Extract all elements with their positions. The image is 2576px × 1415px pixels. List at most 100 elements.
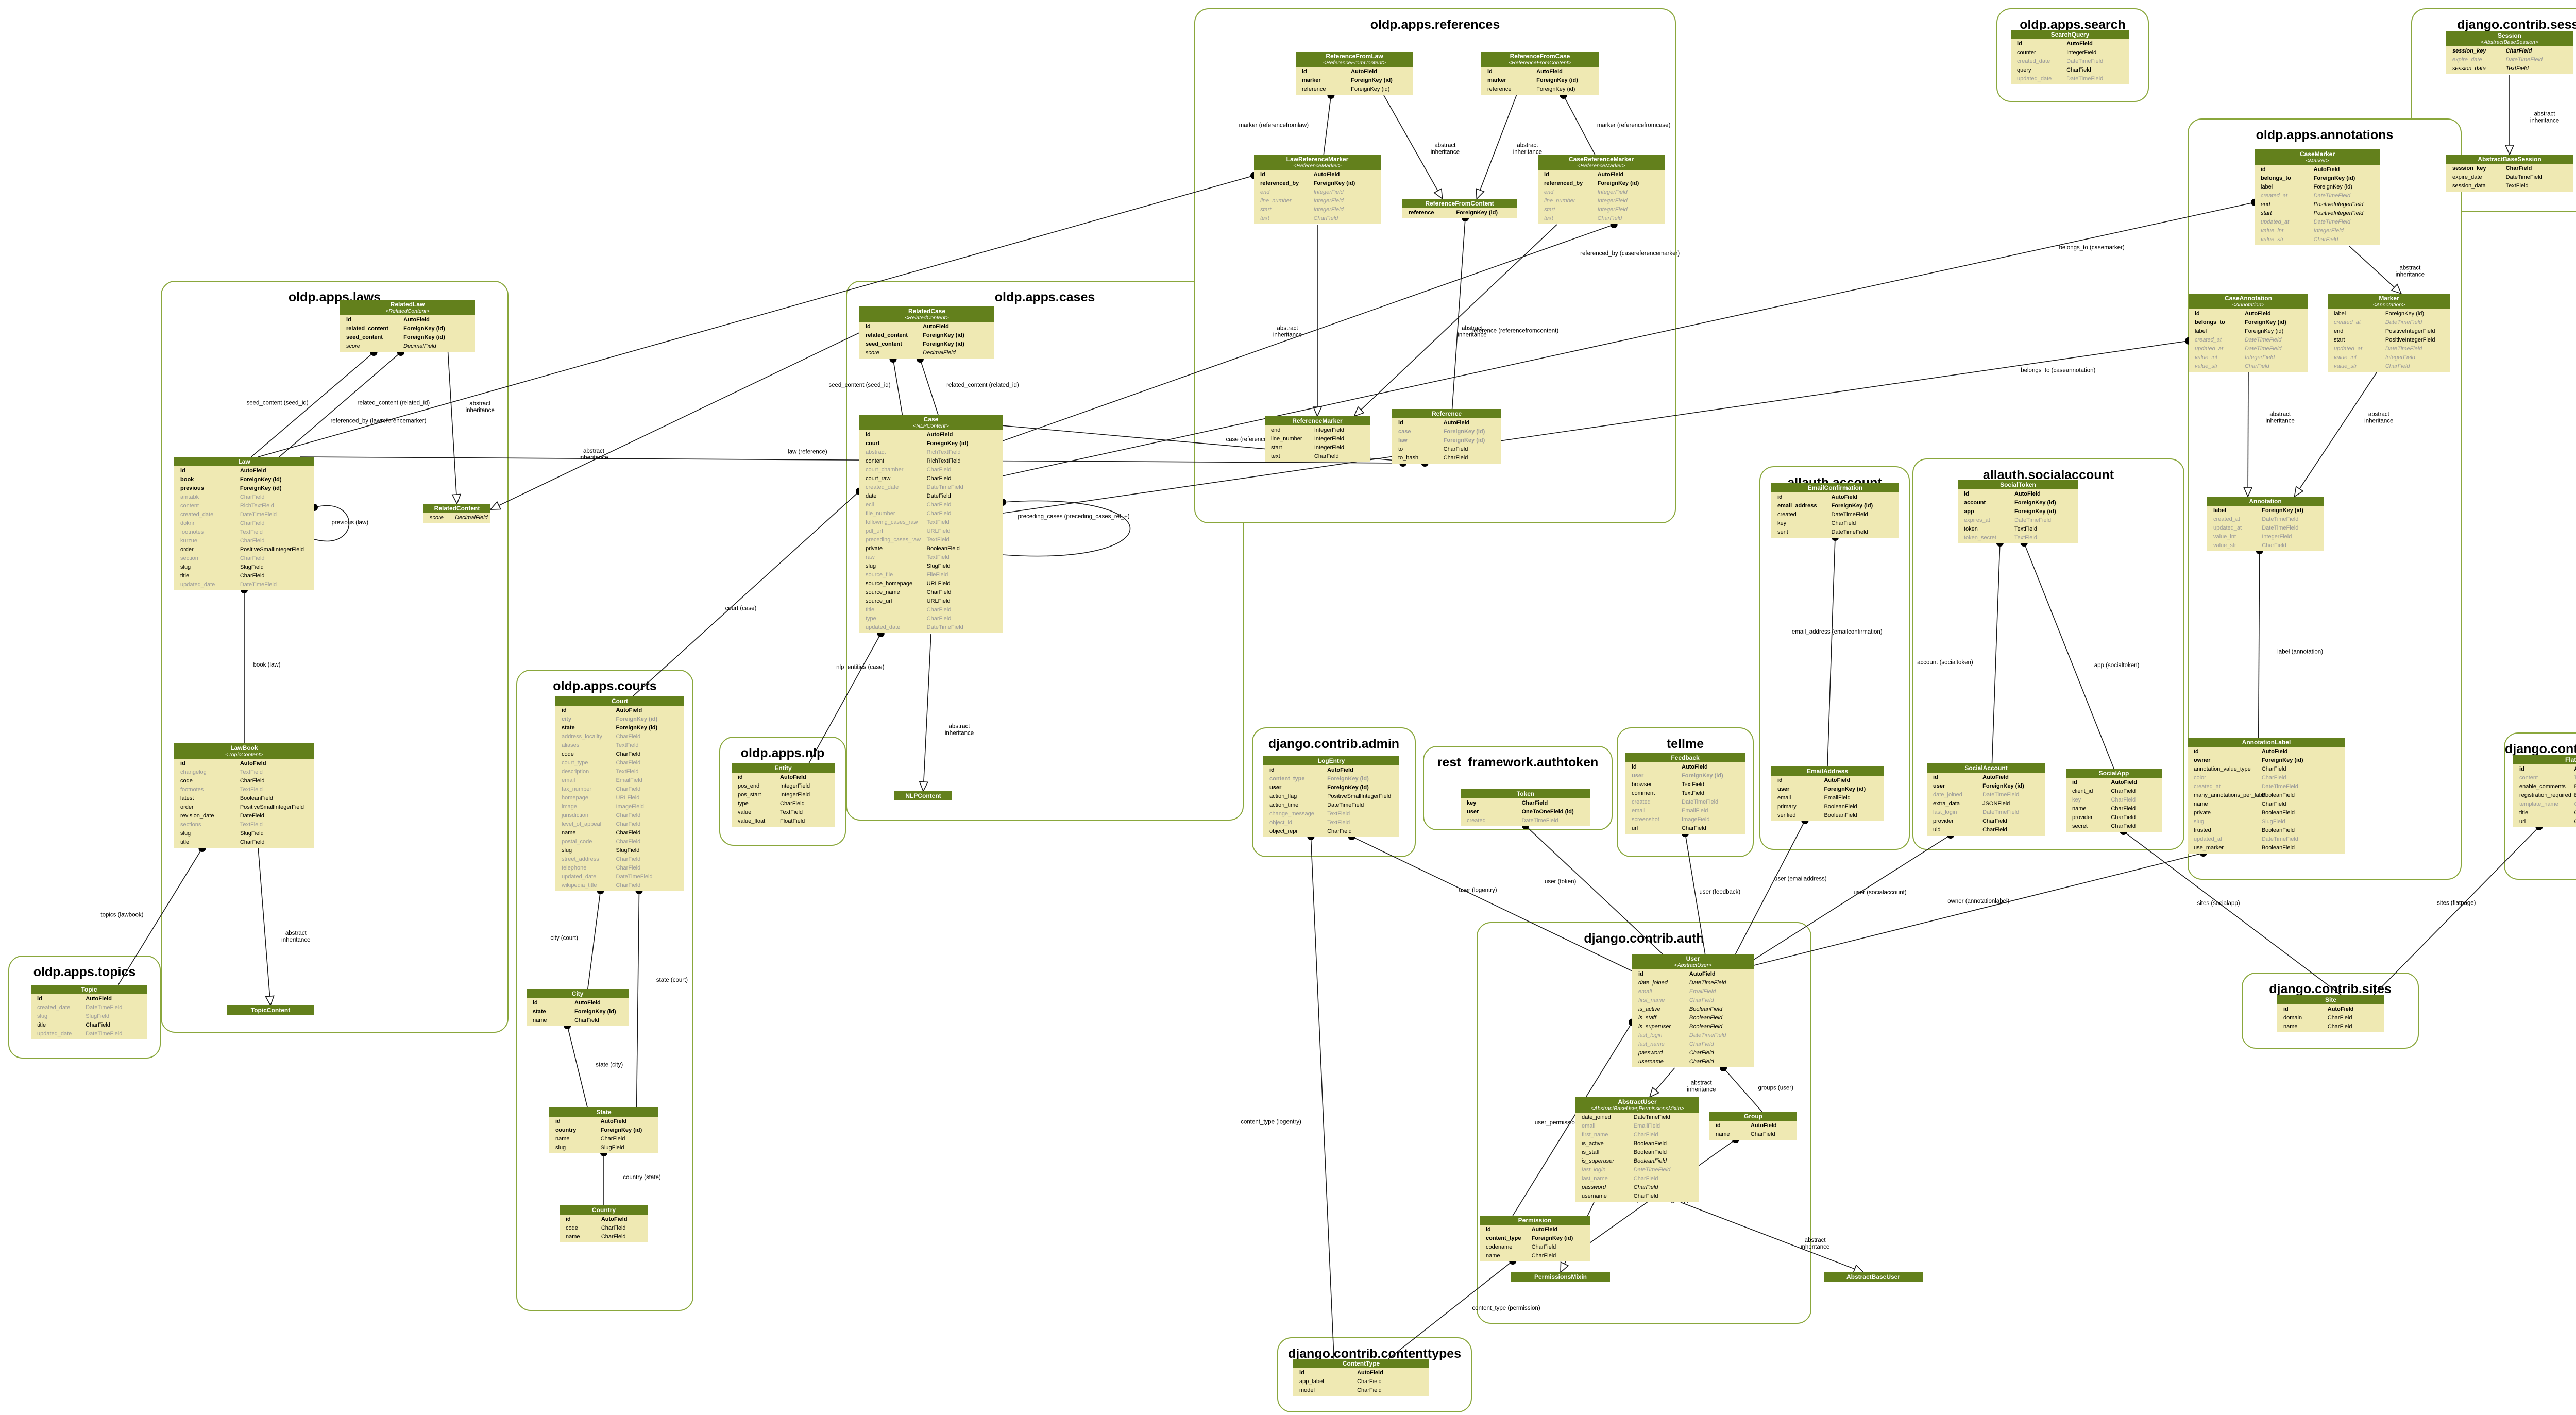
field-name: value_int (2261, 228, 2284, 234)
field-name: registration_required (2519, 792, 2571, 798)
field-name: id (346, 317, 351, 323)
field-type: DateTimeField (2261, 783, 2298, 790)
field-name: account (1964, 500, 1986, 506)
field-name: source_homepage (866, 581, 913, 587)
field-name: court (866, 440, 880, 447)
edge-label: user (emailaddress) (1774, 876, 1827, 882)
inheritance-arrowhead (2391, 283, 2402, 295)
field-name: date_joined (1582, 1114, 1611, 1120)
field-name: code (562, 751, 574, 757)
table-header: Token (1461, 789, 1590, 798)
field-type: CharField (1831, 520, 1856, 526)
field-type: CharField (1531, 1244, 1556, 1250)
field-type: ForeignKey (id) (1313, 180, 1355, 186)
field-type: PositiveIntegerField (2313, 201, 2364, 208)
edge-label: seed_content (seed_id) (828, 382, 890, 388)
field-type: SlugField (86, 1013, 110, 1019)
table-header: EmailConfirmation (1771, 483, 1899, 492)
foreign-key-edge (1351, 836, 1633, 971)
field-type: DateTimeField (2385, 346, 2422, 352)
field-type: CharField (2245, 363, 2269, 369)
field-type: EmailField (1689, 988, 1716, 995)
field-type: AutoField (780, 774, 806, 780)
field-type: AutoField (1982, 774, 2009, 780)
field-type: CharField (1633, 1193, 1658, 1199)
field-name: updated_at (2194, 836, 2223, 842)
field-name: updated_at (2334, 346, 2363, 352)
cluster-title: oldp.apps.topics (33, 965, 136, 979)
field-name: line_number (1271, 436, 1302, 442)
edge-label: reference (referencefromcontent) (1471, 328, 1558, 334)
field-type: CharField (2327, 1024, 2352, 1030)
field-type: DateTimeField (2261, 836, 2298, 842)
field-type: ForeignKey (id) (2313, 175, 2355, 181)
inheritance-edge (2294, 372, 2377, 497)
field-type: CharField (2111, 797, 2136, 803)
field-type: RichTextField (240, 503, 274, 509)
field-name: is_active (1582, 1140, 1604, 1147)
field-type: BooleanField (2261, 827, 2295, 833)
field-name: reference (1302, 86, 1326, 92)
field-name: sections (180, 822, 201, 828)
field-name: template_name (2519, 801, 2558, 807)
foreign-key-edge (1388, 1260, 1513, 1359)
field-type: ForeignKey (id) (1831, 503, 1873, 509)
field-type: ForeignKey (id) (923, 332, 964, 338)
table-name: ReferenceFromCase (1510, 53, 1570, 60)
field-name: section (180, 555, 198, 561)
field-type: CharField (240, 555, 265, 561)
foreign-key-edge (1002, 500, 1131, 557)
field-name: text (1271, 453, 1280, 459)
field-type: DateTimeField (2245, 337, 2282, 343)
field-type: ForeignKey (id) (240, 485, 282, 491)
field-name: start (2261, 210, 2272, 216)
field-name: score (430, 515, 444, 521)
field-name: id (2072, 779, 2077, 786)
field-name: label (2334, 311, 2346, 317)
table-name: Feedback (1671, 754, 1700, 761)
field-name: id (1302, 69, 1307, 75)
field-name: id (1716, 1122, 1721, 1129)
field-type: DateTimeField (86, 1031, 123, 1037)
field-type: ForeignKey (id) (1456, 210, 1498, 216)
field-name: score (866, 350, 879, 356)
table-name: AnnotationLabel (2242, 739, 2291, 746)
field-name: model (1299, 1387, 1315, 1393)
field-type: CharField (926, 510, 952, 517)
field-name: seed_content (346, 334, 383, 340)
field-name: created_at (2194, 783, 2221, 790)
field-type: EmailField (1682, 808, 1708, 814)
field-type: ForeignKey (id) (1824, 786, 1866, 792)
table-name: SocialApp (2098, 770, 2129, 777)
field-name: updated_at (2195, 346, 2224, 352)
field-type: DateField (240, 813, 264, 819)
field-name: enable_comments (2519, 783, 2566, 790)
field-type: ForeignKey (id) (1982, 783, 2024, 789)
table-header: ReferenceFromContent (1402, 199, 1517, 208)
field-name: id (738, 774, 743, 780)
field-name: footnotes (180, 529, 204, 535)
field-type: DateTimeField (1831, 512, 1868, 518)
field-type: AutoField (2261, 748, 2288, 755)
